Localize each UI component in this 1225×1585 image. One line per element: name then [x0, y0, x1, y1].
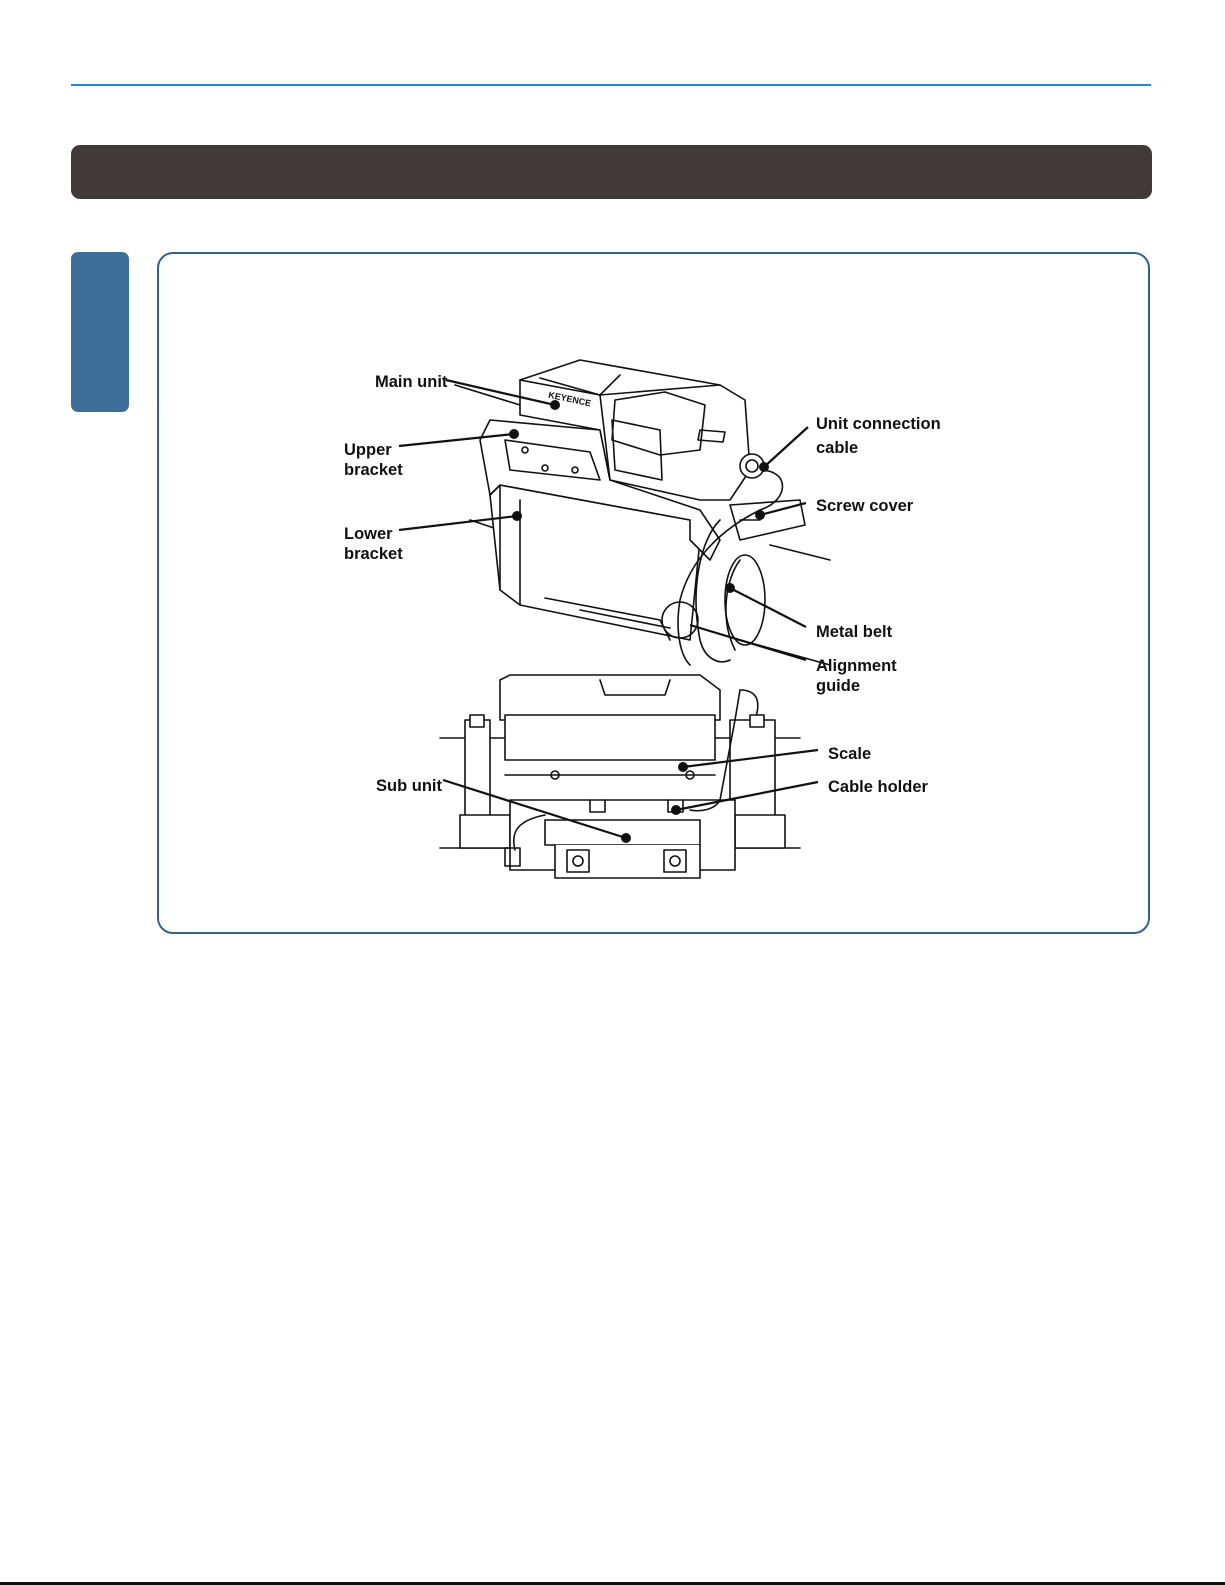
label-upper-bracket-line1: Upper — [344, 440, 392, 460]
label-upper-bracket-line2: bracket — [344, 460, 403, 480]
label-lower-bracket-line1: Lower — [344, 524, 393, 544]
chapter-side-tab — [71, 252, 129, 412]
header-rule — [71, 84, 1151, 86]
label-sub-unit: Sub unit — [376, 776, 442, 796]
label-alignment-guide-line2: guide — [816, 676, 860, 696]
label-metal-belt: Metal belt — [816, 622, 892, 642]
label-unit-connection-cable-line2: cable — [816, 438, 858, 458]
label-lower-bracket-line2: bracket — [344, 544, 403, 564]
section-title-bar — [71, 145, 1152, 199]
label-screw-cover: Screw cover — [816, 496, 913, 516]
label-alignment-guide-line1: Alignment — [816, 656, 897, 676]
label-cable-holder: Cable holder — [828, 777, 928, 797]
label-main-unit: Main unit — [375, 372, 447, 392]
label-unit-connection-cable-line1: Unit connection — [816, 414, 941, 434]
label-scale: Scale — [828, 744, 871, 764]
